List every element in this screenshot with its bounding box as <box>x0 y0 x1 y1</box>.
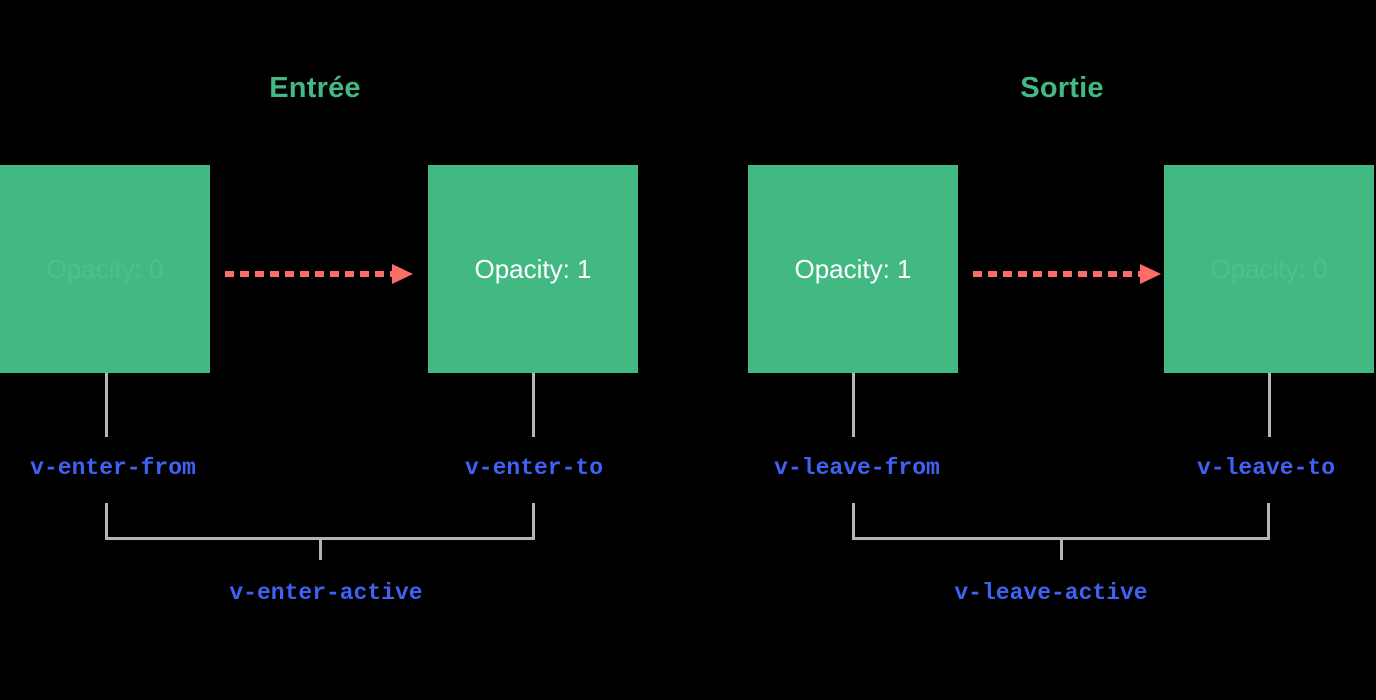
connector-stem-leave-to <box>1268 373 1271 437</box>
connector-stem-enter-from <box>105 373 108 437</box>
arrow-head-icon <box>392 264 413 284</box>
arrow-dashed-line-icon <box>973 271 1141 277</box>
state-box-enter-to-label: Opacity: 1 <box>474 254 592 284</box>
class-label-v-enter-from: v-enter-from <box>30 455 196 481</box>
arrow-dashed-line-icon <box>225 271 393 277</box>
state-box-enter-to: Opacity: 1 <box>428 165 638 373</box>
transition-arrow-enter <box>225 264 415 284</box>
connector-stem-leave-from <box>852 373 855 437</box>
bracket-tick-leave <box>1059 537 1063 560</box>
bracket-tick-enter <box>318 537 322 560</box>
state-box-leave-from: Opacity: 1 <box>748 165 958 373</box>
state-box-leave-to: Opacity: 0 <box>1164 165 1374 373</box>
arrow-head-icon <box>1140 264 1161 284</box>
state-box-leave-to-label: Opacity: 0 <box>1210 254 1328 284</box>
state-box-enter-from-label: Opacity: 0 <box>46 254 164 284</box>
class-label-v-leave-from: v-leave-from <box>774 455 940 481</box>
connector-stem-enter-to <box>532 373 535 437</box>
class-label-v-enter-to: v-enter-to <box>464 455 604 481</box>
bracket-enter-active <box>105 503 535 560</box>
state-box-leave-from-label: Opacity: 1 <box>794 254 912 284</box>
phase-title-enter: Entrée <box>269 72 361 104</box>
class-label-v-enter-active: v-enter-active <box>229 580 423 606</box>
class-label-v-leave-to: v-leave-to <box>1196 455 1336 481</box>
transition-arrow-leave <box>973 264 1163 284</box>
bracket-leave-active <box>852 503 1270 560</box>
class-label-v-leave-active: v-leave-active <box>954 580 1148 606</box>
phase-title-leave: Sortie <box>1020 72 1104 104</box>
state-box-enter-from: Opacity: 0 <box>0 165 210 373</box>
